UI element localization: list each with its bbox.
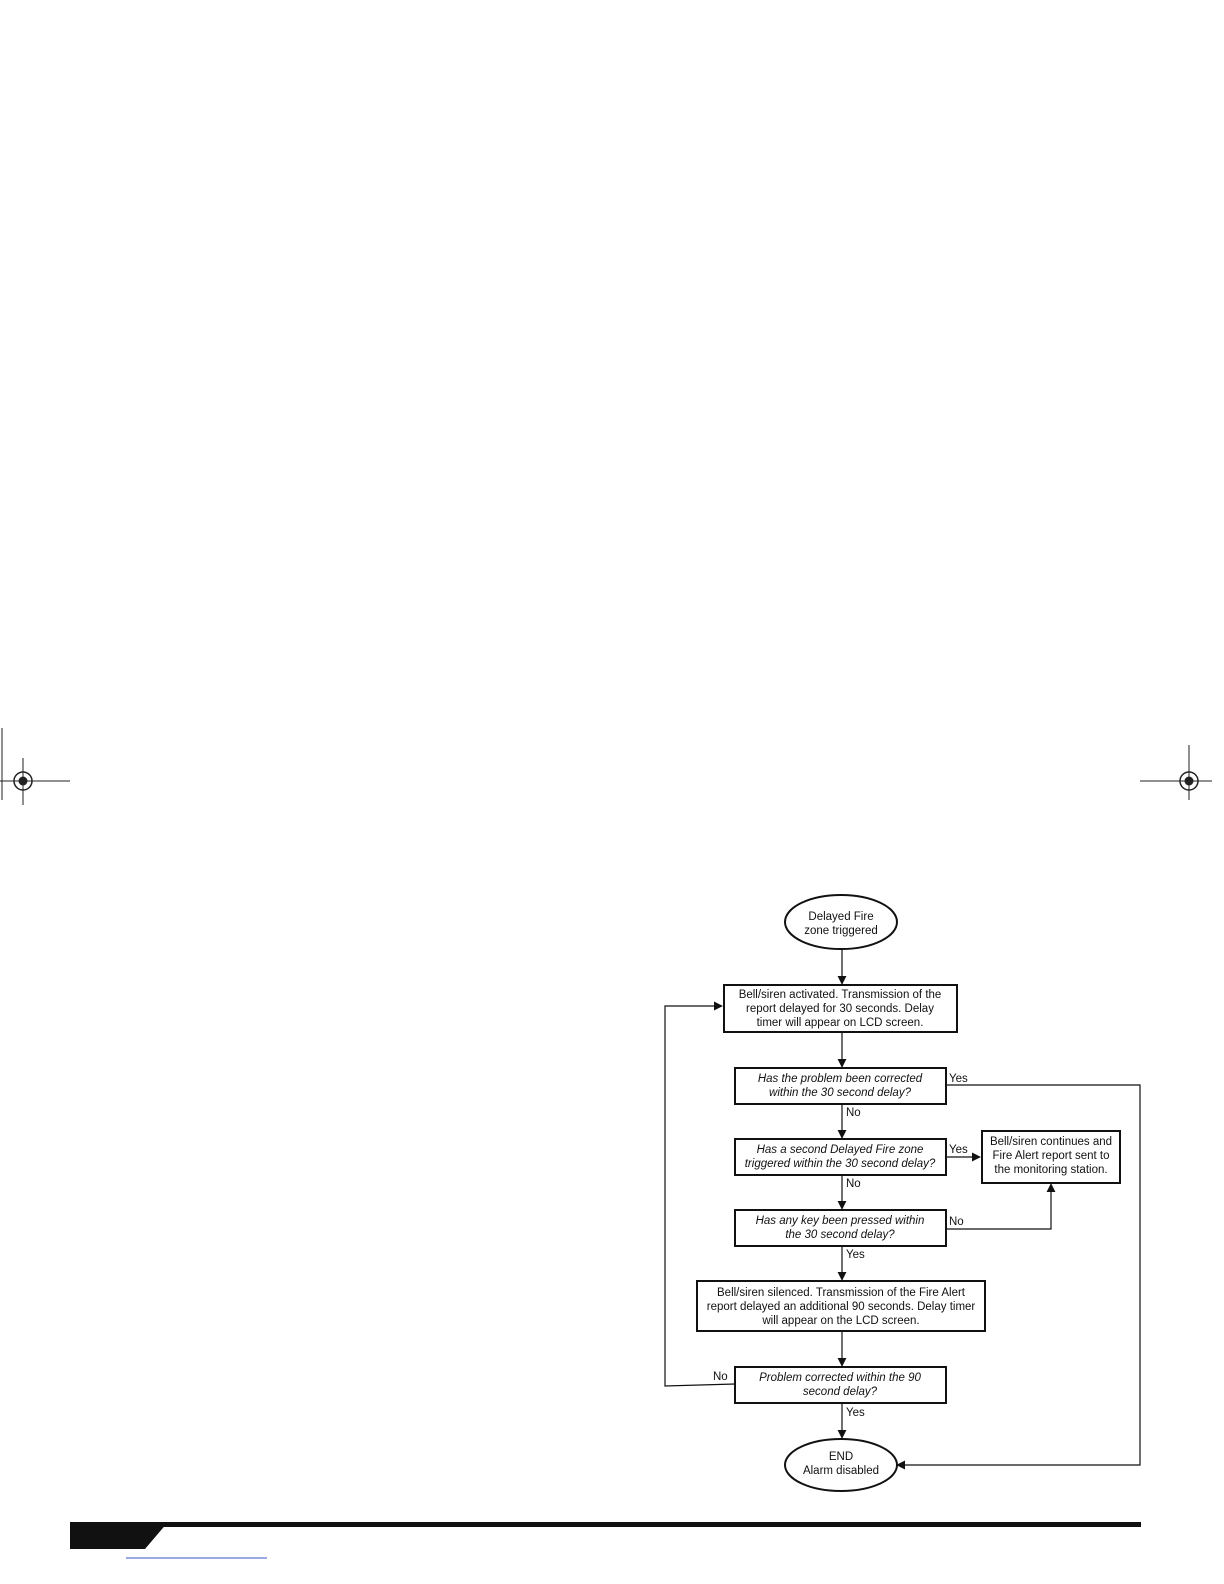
node-start-line-2: zone triggered — [804, 925, 878, 937]
node-end-line-2: Alarm disabled — [803, 1465, 879, 1477]
node-start: Delayed Fire zone triggered — [784, 894, 898, 950]
node-activated-line-2: report delayed for 30 seconds. Delay — [746, 1003, 934, 1015]
node-continues-line-3: the monitoring station. — [994, 1164, 1107, 1176]
registration-mark-left — [0, 728, 70, 805]
node-activated-line-3: timer will appear on LCD screen. — [757, 1017, 924, 1029]
registration-mark-right — [1140, 745, 1212, 800]
node-end: END Alarm disabled — [784, 1438, 898, 1492]
node-q1-line-2: within the 30 second delay? — [769, 1087, 912, 1099]
edge-label-q1-no: No — [846, 1107, 861, 1119]
node-q2-line-2: triggered within the 30 second delay? — [745, 1158, 936, 1170]
node-start-line-1: Delayed Fire — [808, 911, 873, 923]
node-activated: Bell/siren activated. Transmission of th… — [723, 984, 958, 1033]
footer-tab — [70, 1522, 168, 1549]
node-continues-line-1: Bell/siren continues and — [990, 1136, 1112, 1148]
node-question-key-pressed: Has any key been pressed within the 30 s… — [734, 1209, 947, 1247]
node-silenced: Bell/siren silenced. Transmission of the… — [696, 1280, 986, 1332]
edge-label-q4-yes: Yes — [846, 1407, 865, 1419]
node-continues-line-2: Fire Alert report sent to — [993, 1150, 1110, 1162]
node-end-line-1: END — [829, 1451, 853, 1463]
edge-q1-yes-end — [896, 1084, 1141, 1470]
node-silenced-line-2: report delayed an additional 90 seconds.… — [707, 1301, 976, 1313]
node-question-problem-corrected-30: Has the problem been corrected within th… — [734, 1067, 947, 1105]
edge-label-q4-no: No — [713, 1371, 728, 1383]
flow-connectors — [664, 949, 1141, 1470]
node-question-problem-corrected-90: Problem corrected within the 90 second d… — [734, 1366, 947, 1404]
node-q2-line-1: Has a second Delayed Fire zone — [757, 1144, 924, 1156]
edge-label-q2-no: No — [846, 1178, 861, 1190]
edge-label-q2-yes: Yes — [949, 1144, 968, 1156]
node-q3-line-2: the 30 second delay? — [785, 1229, 895, 1241]
footer-rule — [70, 1522, 1141, 1559]
node-silenced-line-1: Bell/siren silenced. Transmission of the… — [717, 1287, 966, 1299]
node-q1-line-1: Has the problem been corrected — [758, 1073, 923, 1085]
node-q4-line-2: second delay? — [803, 1386, 878, 1398]
edge-label-q1-yes: Yes — [949, 1073, 968, 1085]
node-continues: Bell/siren continues and Fire Alert repo… — [981, 1130, 1121, 1184]
node-q4-line-1: Problem corrected within the 90 — [759, 1372, 921, 1384]
node-silenced-line-3: will appear on the LCD screen. — [761, 1315, 919, 1327]
edge-q4-no-activated — [664, 1001, 736, 1387]
edge-q3-no-continues — [947, 1183, 1056, 1230]
edge-label-q3-no: No — [949, 1216, 964, 1228]
node-q3-line-1: Has any key been pressed within — [756, 1215, 925, 1227]
edge-label-q3-yes: Yes — [846, 1249, 865, 1261]
node-question-second-zone: Has a second Delayed Fire zone triggered… — [734, 1138, 947, 1176]
node-activated-line-1: Bell/siren activated. Transmission of th… — [739, 989, 942, 1001]
